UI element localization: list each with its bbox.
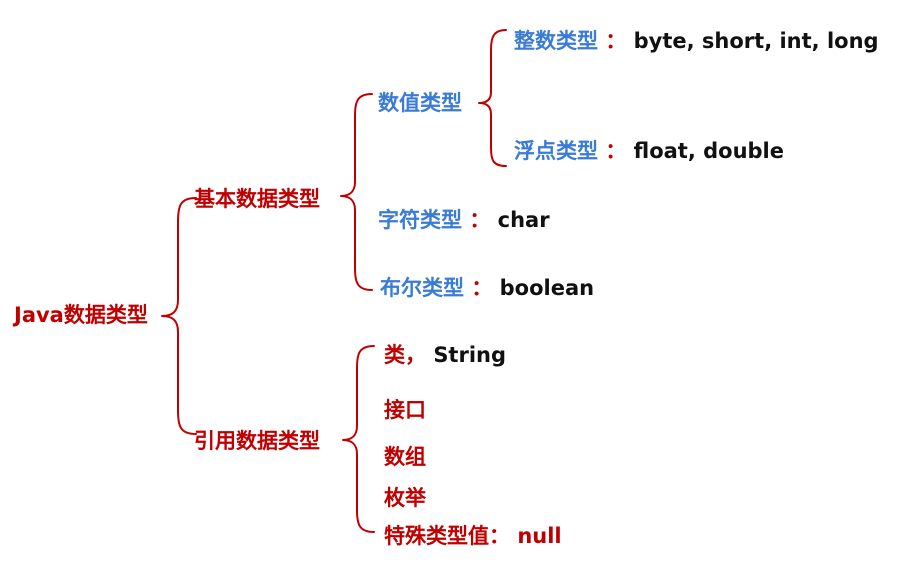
null-row: 特殊类型值： null [384,523,562,549]
integer-row: 整数类型 ： byte, short, int, long [514,28,879,54]
boolean-label: 布尔类型 [380,276,464,300]
array-label: 数组 [384,445,426,469]
class-values: String [433,343,507,367]
primitive-label: 基本数据类型 [194,187,320,211]
char-label: 字符类型 [378,208,462,232]
float-separator: ： [605,139,627,163]
integer-separator: ： [605,29,627,53]
numeric-label: 数值类型 [378,91,462,115]
null-values: null [517,524,562,548]
char-separator: ： [469,208,491,232]
enum-label: 枚举 [384,486,426,510]
class-label: 类， [384,343,426,367]
numeric-brace [478,29,507,167]
boolean-row: 布尔类型 ： boolean [380,275,594,301]
float-label: 浮点类型 [514,139,598,163]
class-row: 类， String [384,342,506,368]
primitive-brace [340,93,373,291]
boolean-values: boolean [499,276,595,300]
char-row: 字符类型 ： char [378,207,550,233]
integer-values: byte, short, int, long [633,29,879,53]
float-values: float, double [633,139,784,163]
null-label: 特殊类型值： [384,524,510,548]
boolean-separator: ： [471,276,493,300]
reference-brace [342,345,375,533]
char-values: char [497,208,550,232]
integer-label: 整数类型 [514,29,598,53]
reference-label: 引用数据类型 [194,429,320,453]
float-row: 浮点类型 ： float, double [514,138,784,164]
root-brace [161,197,197,435]
interface-label: 接口 [384,398,426,422]
root-label: Java数据类型 [14,303,148,327]
